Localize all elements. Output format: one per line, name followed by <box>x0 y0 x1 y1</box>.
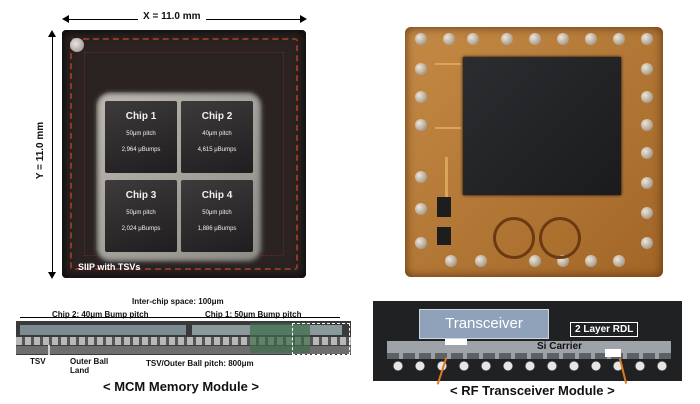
solder-ball <box>585 33 597 45</box>
chip1-xsec-label: Chip 1: 50μm Bump pitch <box>205 310 302 319</box>
right-caption: < RF Transceiver Module > <box>450 383 615 398</box>
package-label: SIIP with TSVs <box>78 262 141 272</box>
chip-2: Chip 2 40μm pitch 4,615 μBumps <box>181 101 253 173</box>
si-carrier-label: Si Carrier <box>537 341 583 352</box>
chip-1: Chip 1 50μm pitch 2,964 μBumps <box>105 101 177 173</box>
solder-ball <box>415 63 427 75</box>
solder-ball <box>641 119 653 131</box>
chip-1-title: Chip 1 <box>125 111 157 122</box>
solder-ball <box>415 33 427 45</box>
tsv-label: TSV <box>30 357 46 366</box>
solder-ball <box>467 33 479 45</box>
bump-row-rf <box>387 359 671 373</box>
transceiver-block: Transceiver <box>419 309 549 339</box>
left-caption: < MCM Memory Module > <box>103 379 260 394</box>
chip-3-bumps: 2,024 μBumps <box>121 226 161 232</box>
chip2-xsec-label: Chip 2: 40μm Bump pitch <box>52 310 149 319</box>
inter-chip-label: Inter-chip space: 100μm <box>132 297 224 306</box>
green-region <box>250 323 310 353</box>
solder-ball <box>475 255 487 267</box>
chip-4-bumps: 1,886 μBumps <box>197 226 237 232</box>
chip-3: Chip 3 50μm pitch 2,024 μBumps <box>105 180 177 252</box>
y-dim-arrow-top <box>48 30 56 37</box>
solder-ball <box>415 237 427 249</box>
xsec-dimension-line <box>20 317 340 318</box>
solder-ball <box>557 33 569 45</box>
inductor-ring <box>493 217 535 259</box>
solder-ball <box>445 255 457 267</box>
solder-ball <box>613 33 625 45</box>
tsv-marker <box>48 345 50 355</box>
trace <box>435 127 461 129</box>
mold-cap: Chip 1 50μm pitch 2,964 μBumps Chip 2 40… <box>96 92 262 262</box>
tsv-pitch-label: TSV/Outer Ball pitch: 800μm <box>146 359 254 368</box>
solder-ball <box>415 171 427 183</box>
solder-ball <box>529 255 541 267</box>
chip-1-bumps: 2,964 μBumps <box>121 147 161 153</box>
trace <box>435 63 461 65</box>
mcm-package-photo: Chip 1 50μm pitch 2,964 μBumps Chip 2 40… <box>62 30 306 278</box>
chip-3-pitch: 50μm pitch <box>126 210 156 216</box>
rdl-layer <box>387 353 671 359</box>
x-dimension-label: X = 11.0 mm <box>138 11 206 22</box>
bump-row <box>16 337 351 345</box>
x-dim-arrow-right <box>300 15 307 23</box>
chip2-die-section <box>20 325 186 335</box>
solder-ball <box>529 33 541 45</box>
chip-4-pitch: 50μm pitch <box>202 210 232 216</box>
solder-ball <box>613 255 625 267</box>
substrate-section <box>16 346 351 354</box>
solder-ball <box>415 119 427 131</box>
alignment-hole <box>70 38 84 52</box>
solder-ball <box>641 207 653 219</box>
highlight-box <box>445 339 467 345</box>
si-carrier-layer <box>387 341 671 353</box>
solder-ball <box>443 33 455 45</box>
highlight-box <box>605 349 621 357</box>
solder-ball <box>641 63 653 75</box>
passive-component <box>437 197 451 217</box>
transceiver-die <box>463 57 621 195</box>
solder-ball <box>585 255 597 267</box>
outer-ball-label: Outer Ball <box>70 357 109 366</box>
x-dim-arrow-left <box>62 15 69 23</box>
dashed-highlight <box>292 323 350 355</box>
solder-ball <box>641 33 653 45</box>
rf-cross-section: Transceiver <box>373 301 682 381</box>
y-dimension-label: Y = 11.0 mm <box>35 117 47 184</box>
chip-4-title: Chip 4 <box>201 190 233 201</box>
transceiver-label: Transceiver <box>445 315 523 332</box>
inductor-ring <box>539 217 581 259</box>
trace <box>445 157 448 217</box>
solder-ball <box>641 91 653 103</box>
solder-ball <box>641 177 653 189</box>
chip-2-title: Chip 2 <box>201 111 233 122</box>
mcm-cross-section <box>16 321 351 355</box>
land-label: Land <box>70 366 90 375</box>
solder-ball <box>415 91 427 103</box>
passive-component <box>437 227 451 245</box>
solder-ball <box>641 237 653 249</box>
chip-3-title: Chip 3 <box>125 190 157 201</box>
solder-ball <box>415 203 427 215</box>
rf-module-photo <box>405 27 663 277</box>
chip-1-pitch: 50μm pitch <box>126 131 156 137</box>
chip-2-pitch: 40μm pitch <box>202 131 232 137</box>
chip-2-bumps: 4,615 μBumps <box>197 147 237 153</box>
solder-ball <box>641 147 653 159</box>
pad-ring <box>70 38 298 270</box>
rdl-label: 2 Layer RDL <box>570 322 639 337</box>
y-dim-arrow-bottom <box>48 272 56 279</box>
solder-ball <box>501 33 513 45</box>
chip-4: Chip 4 50μm pitch 1,886 μBumps <box>181 180 253 252</box>
y-dimension-line <box>52 34 53 274</box>
